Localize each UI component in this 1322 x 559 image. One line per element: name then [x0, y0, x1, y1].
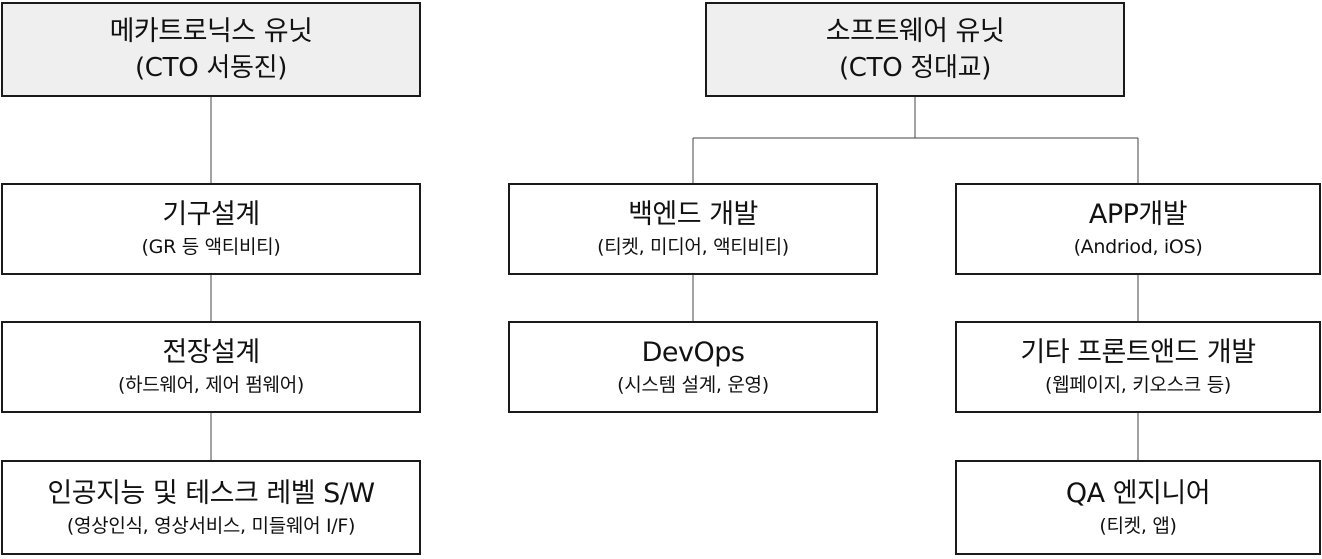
app-dev-title: APP개발 [1088, 199, 1188, 230]
mechatronics-unit-cto: (CTO 서동진) [134, 52, 288, 83]
devops-title: DevOps [641, 337, 745, 368]
mechatronics-unit-title: 메카트로닉스 유닛 [109, 15, 313, 47]
frontend-dev-detail: (웹페이지, 키오스크 등) [1044, 374, 1232, 396]
mechanical-design-title: 기구설계 [162, 199, 260, 230]
mechanical-design-box: 기구설계 (GR 등 액티비티) [1, 183, 421, 275]
app-dev-detail: (Andriod, iOS) [1073, 236, 1203, 258]
backend-dev-title: 백엔드 개발 [628, 199, 758, 230]
ai-task-software-detail: (영상인식, 영상서비스, 미들웨어 I/F) [66, 514, 356, 537]
electrical-design-box: 전장설계 (하드웨어, 제어 펌웨어) [1, 321, 421, 413]
app-dev-box: APP개발 (Andriod, iOS) [955, 183, 1321, 275]
mechatronics-unit-box: 메카트로닉스 유닛 (CTO 서동진) [1, 2, 421, 97]
ai-task-software-box: 인공지능 및 테스크 레벨 S/W (영상인식, 영상서비스, 미들웨어 I/F… [1, 460, 421, 555]
backend-dev-detail: (티켓, 미디어, 액티비티) [597, 236, 789, 258]
ai-task-software-title: 인공지능 및 테스크 레벨 S/W [47, 477, 375, 509]
software-unit-box: 소프트웨어 유닛 (CTO 정대교) [705, 2, 1125, 97]
software-unit-cto: (CTO 정대교) [838, 52, 992, 83]
devops-detail: (시스템 설계, 운영) [617, 374, 769, 396]
qa-engineer-title: QA 엔지니어 [1065, 477, 1211, 509]
mechanical-design-detail: (GR 등 액티비티) [141, 236, 281, 258]
frontend-dev-box: 기타 프론트앤드 개발 (웹페이지, 키오스크 등) [955, 321, 1321, 413]
frontend-dev-title: 기타 프론트앤드 개발 [1020, 337, 1256, 368]
qa-engineer-box: QA 엔지니어 (티켓, 앱) [955, 460, 1321, 555]
software-unit-title: 소프트웨어 유닛 [825, 15, 1005, 47]
electrical-design-title: 전장설계 [162, 337, 260, 368]
backend-dev-box: 백엔드 개발 (티켓, 미디어, 액티비티) [508, 183, 878, 275]
electrical-design-detail: (하드웨어, 제어 펌웨어) [117, 374, 305, 396]
qa-engineer-detail: (티켓, 앱) [1099, 514, 1177, 537]
devops-box: DevOps (시스템 설계, 운영) [508, 321, 878, 413]
